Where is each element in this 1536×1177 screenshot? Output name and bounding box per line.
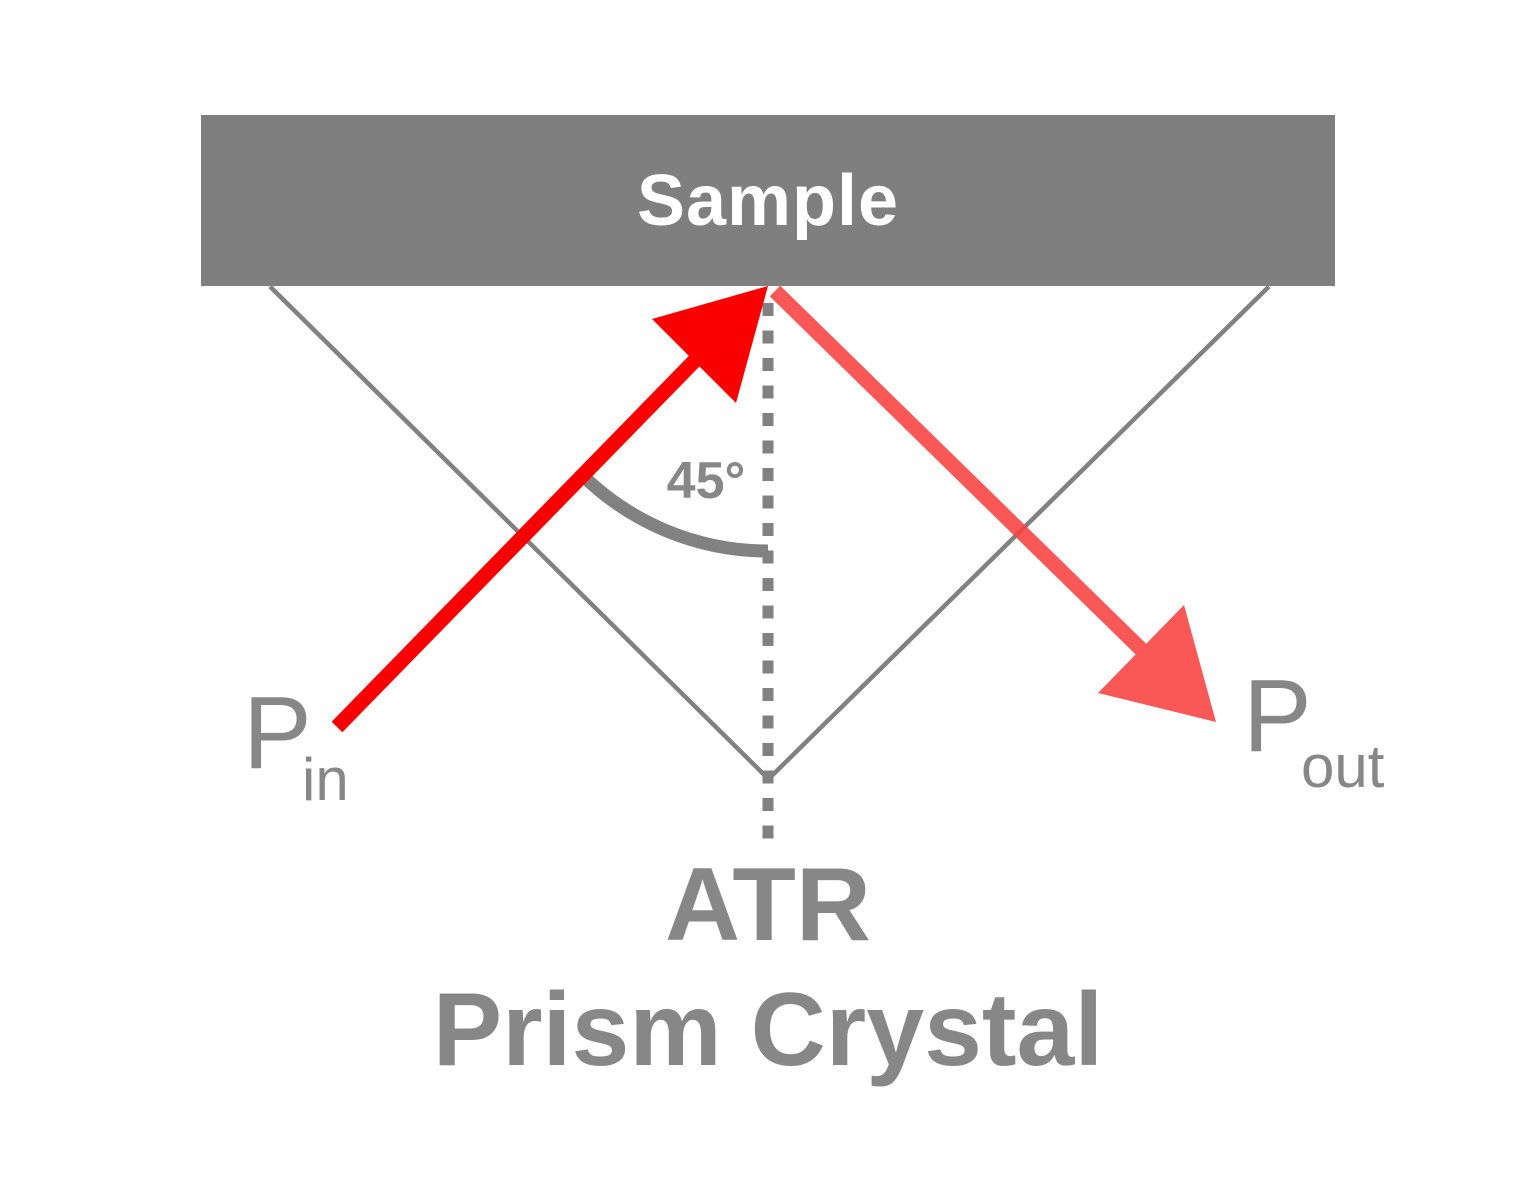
angle-label: 45° [666,452,746,510]
incident-beam-shaft [331,342,713,733]
exit-beam-arrow [769,285,1216,722]
beam-in-subscript: in [302,746,349,813]
incident-beam-arrowhead-icon [652,286,768,403]
incident-beam-arrow [331,286,768,733]
beam-out-label: P [1243,658,1312,773]
angle-arc [576,468,769,558]
crystal-title-line2: Prism Crystal [432,972,1104,1088]
exit-beam-arrowhead-icon [1098,605,1216,722]
exit-beam-shaft [769,285,1156,664]
sample-bar: Sample [201,115,1335,286]
sample-label: Sample [636,160,900,241]
beam-out-subscript: out [1301,733,1385,800]
crystal-title-line1: ATR [664,847,872,963]
beam-in-label: P [243,675,312,790]
